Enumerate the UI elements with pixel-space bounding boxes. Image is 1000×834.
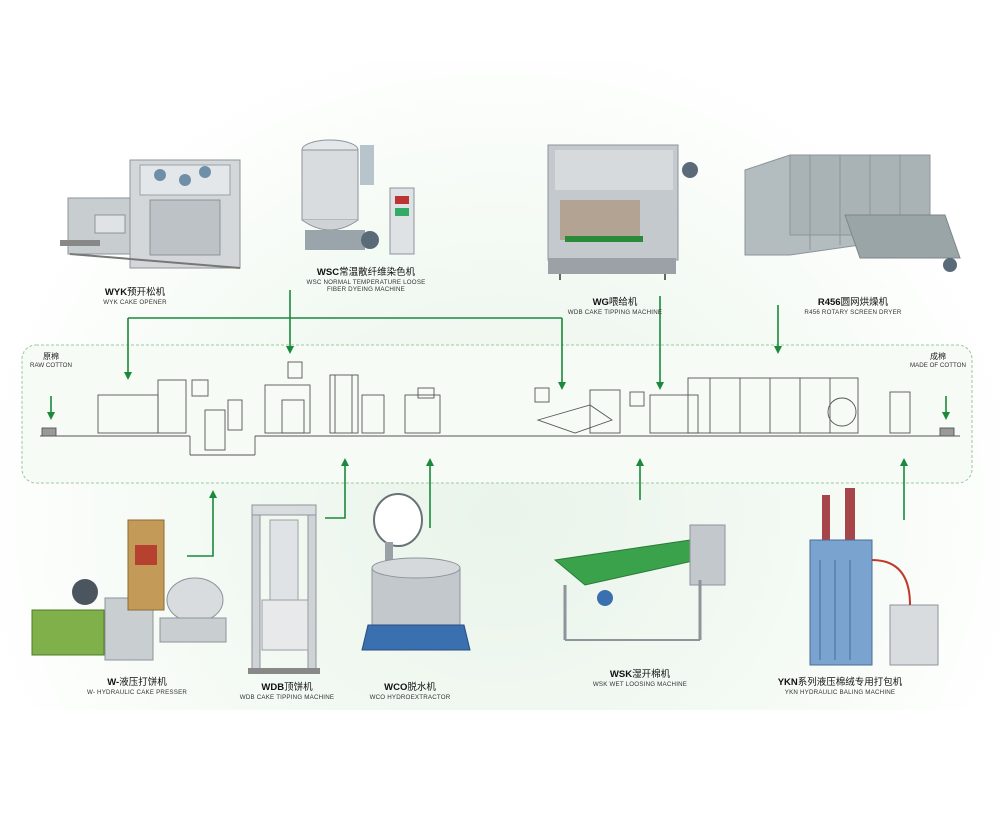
- w-hydraulic-cake-presser-image: [31, 519, 227, 661]
- ykn-code: YKN: [777, 677, 798, 688]
- wco-code: WCO: [384, 682, 408, 693]
- wdb-cn: 顶饼机: [284, 682, 313, 693]
- w-code: W-: [107, 677, 120, 688]
- wg-label: WG喂给机 WDB CAKE TIPPING MACHINE: [560, 297, 670, 316]
- r456-cn: 圆网烘燥机: [840, 297, 889, 308]
- w-presser-label: W-液压打饼机 W- HYDRAULIC CAKE PRESSER: [82, 677, 192, 696]
- wsc-en: WSC NORMAL TEMPERATURE LOOSE: [306, 278, 426, 286]
- wsc-dyeing-machine-image: [301, 139, 415, 255]
- made-cotton-en: MADE OF COTTON: [910, 362, 966, 369]
- wsk-label: WSK湿开棉机 WSK WET LOOSING MACHINE: [590, 669, 690, 688]
- wg-feeding-machine-image: [547, 144, 698, 280]
- wco-label: WCO脱水机 WCO HYDROEXTRACTOR: [360, 682, 460, 701]
- wco-en: WCO HYDROEXTRACTOR: [369, 693, 451, 701]
- made-cotton-cn: 成棉: [929, 352, 946, 361]
- wco-cn: 脱水机: [407, 682, 436, 693]
- w-en: W- HYDRAULIC CAKE PRESSER: [86, 688, 188, 696]
- presser-arrow: [187, 490, 217, 557]
- r456-en: R456 ROTARY SCREEN DRYER: [804, 308, 902, 316]
- wsc-en2: FIBER DYEING MACHINE: [327, 286, 405, 294]
- wyk-en: WYK CAKE OPENER: [103, 298, 167, 306]
- wg-cn: 喂给机: [608, 297, 638, 308]
- r456-code: R456: [817, 297, 841, 308]
- wsk-en: WSK WET LOOSING MACHINE: [592, 680, 688, 688]
- r456-rotary-dryer-image: [744, 154, 961, 272]
- wdb-label: WDB顶饼机 WDB CAKE TIPPING MACHINE: [232, 682, 342, 701]
- wdb-code: WDB: [261, 682, 285, 693]
- wsc-label: WSC常温散纤维染色机 WSC NORMAL TEMPERATURE LOOSE…: [296, 267, 436, 294]
- ykn-cn: 系列液压棉绒专用打包机: [797, 677, 903, 688]
- raw-cotton-cn: 原棉: [42, 352, 59, 361]
- ykn-baling-machine-image: [809, 488, 939, 666]
- raw-cotton-en: RAW COTTON: [30, 362, 72, 369]
- flow-arrows: [47, 290, 950, 557]
- r456-label: R456圆网烘燥机 R456 ROTARY SCREEN DRYER: [798, 297, 908, 316]
- wyk-code: WYK: [104, 287, 128, 298]
- wyk-cake-opener-image: [60, 159, 241, 269]
- w-cn: 液压打饼机: [119, 677, 167, 688]
- wsk-cn: 湿开棉机: [632, 669, 671, 680]
- ykn-label: YKN系列液压棉绒专用打包机 YKN HYDRAULIC BALING MACH…: [770, 677, 910, 696]
- wyk-label: WYK预开松机 WYK CAKE OPENER: [90, 287, 180, 306]
- wsk-wet-loosing-machine-image: [553, 524, 726, 641]
- wco-hydroextractor-image: [361, 493, 471, 651]
- wg-code: WG: [592, 297, 609, 308]
- wyk-cn: 预开松机: [127, 287, 166, 298]
- wdb-en: WDB CAKE TIPPING MACHINE: [239, 693, 335, 701]
- made-cotton-label: 成棉 MADE OF COTTON: [910, 352, 966, 370]
- production-line-panel: [21, 344, 973, 484]
- production-line-sketch: [40, 361, 960, 456]
- wg-en: WDB CAKE TIPPING MACHINE: [567, 308, 663, 316]
- wsk-code: WSK: [609, 669, 633, 680]
- wdb-arrow: [325, 458, 349, 519]
- wsc-cn: 常温散纤维染色机: [339, 267, 416, 278]
- ykn-en: YKN HYDRAULIC BALING MACHINE: [784, 688, 896, 696]
- wdb-tipping-machine-image: [248, 504, 320, 674]
- raw-cotton-label: 原棉 RAW COTTON: [30, 352, 72, 370]
- wsc-code: WSC: [316, 267, 340, 278]
